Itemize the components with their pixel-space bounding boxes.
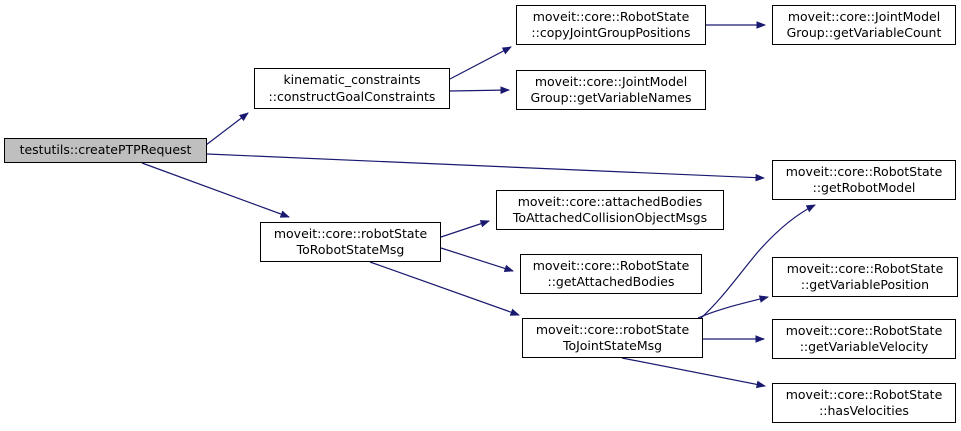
node-get-variable-count[interactable]: moveit::core::JointModel Group::getVaria… (772, 5, 956, 45)
node-label: moveit::core::RobotState (532, 8, 690, 24)
node-copy-joint-group-positions[interactable]: moveit::core::RobotState ::copyJointGrou… (516, 5, 706, 45)
node-construct-goal-constraints[interactable]: kinematic_constraints ::constructGoalCon… (254, 68, 450, 109)
edge-robot-state-to-robot-state-msg-to-attached-bodies (440, 220, 490, 238)
node-attached-bodies-to-attached-collision-object-msgs[interactable]: moveit::core::attachedBodies ToAttachedC… (496, 190, 724, 230)
node-get-robot-model[interactable]: moveit::core::RobotState ::getRobotModel (772, 160, 956, 200)
node-label: ::getRobotModel (812, 180, 916, 195)
edge-construct-goal-constraints-to-copy-joint-group-positions (449, 46, 512, 80)
node-label: ::constructGoalConstraints (268, 88, 436, 104)
node-label: ::getVariableVelocity (799, 339, 929, 354)
edge-root-to-robot-state-to-robot-state-msg (141, 162, 290, 218)
node-label: moveit::core::RobotState (532, 257, 690, 273)
node-label: Group::getVariableCount (786, 25, 942, 40)
edge-joint-state-msg-to-has-velocities (621, 357, 766, 389)
node-label: ::getAttachedBodies (547, 274, 675, 289)
node-label: moveit::core::robotState (535, 321, 690, 337)
node-label: moveit::core::JointModel (534, 73, 688, 89)
node-label: moveit::core::JointModel (787, 8, 941, 24)
node-label: moveit::core::RobotState (785, 163, 943, 179)
node-label: ToRobotStateMsg (296, 242, 405, 257)
node-get-variable-position[interactable]: moveit::core::RobotState ::getVariablePo… (772, 257, 958, 297)
node-label: ToJointStateMsg (562, 338, 663, 353)
node-label: ToAttachedCollisionObjectMsgs (512, 210, 708, 225)
node-label: moveit::core::RobotState (786, 260, 944, 276)
node-label: kinematic_constraints (283, 72, 421, 87)
edge-joint-state-msg-to-get-robot-model (699, 204, 816, 320)
node-label: ::getVariablePosition (800, 277, 930, 292)
edge-joint-state-msg-to-get-variable-position (697, 295, 769, 319)
edge-root-to-get-robot-model (206, 153, 765, 182)
node-robot-state-to-robot-state-msg[interactable]: moveit::core::robotState ToRobotStateMsg (260, 222, 441, 262)
node-has-velocities[interactable]: moveit::core::RobotState ::hasVelocities (772, 383, 956, 423)
node-robot-state-to-joint-state-msg[interactable]: moveit::core::robotState ToJointStateMsg (522, 318, 703, 358)
node-get-attached-bodies[interactable]: moveit::core::RobotState ::getAttachedBo… (520, 254, 702, 294)
edge-root-to-construct-goal-constraints (205, 112, 249, 146)
node-label: testutils::createPTPRequest (19, 142, 192, 158)
edge-construct-goal-constraints-to-get-variable-names (449, 86, 510, 94)
node-create-ptp-request[interactable]: testutils::createPTPRequest (4, 138, 207, 163)
node-label: moveit::core::robotState (273, 225, 428, 241)
edge-robot-state-to-robot-state-msg-to-get-attached-bodies (440, 247, 514, 273)
node-label: moveit::core::RobotState (785, 322, 943, 338)
node-label: ::hasVelocities (819, 403, 909, 418)
node-label: moveit::core::RobotState (785, 386, 943, 402)
node-get-variable-names[interactable]: moveit::core::JointModel Group::getVaria… (516, 70, 706, 110)
node-label: moveit::core::attachedBodies (517, 193, 703, 209)
node-get-variable-velocity[interactable]: moveit::core::RobotState ::getVariableVe… (772, 319, 956, 359)
node-label: ::copyJointGroupPositions (531, 25, 691, 40)
edge-robot-state-to-robot-state-msg-to-joint-state-msg (369, 261, 520, 316)
node-label: Group::getVariableNames (530, 90, 692, 105)
